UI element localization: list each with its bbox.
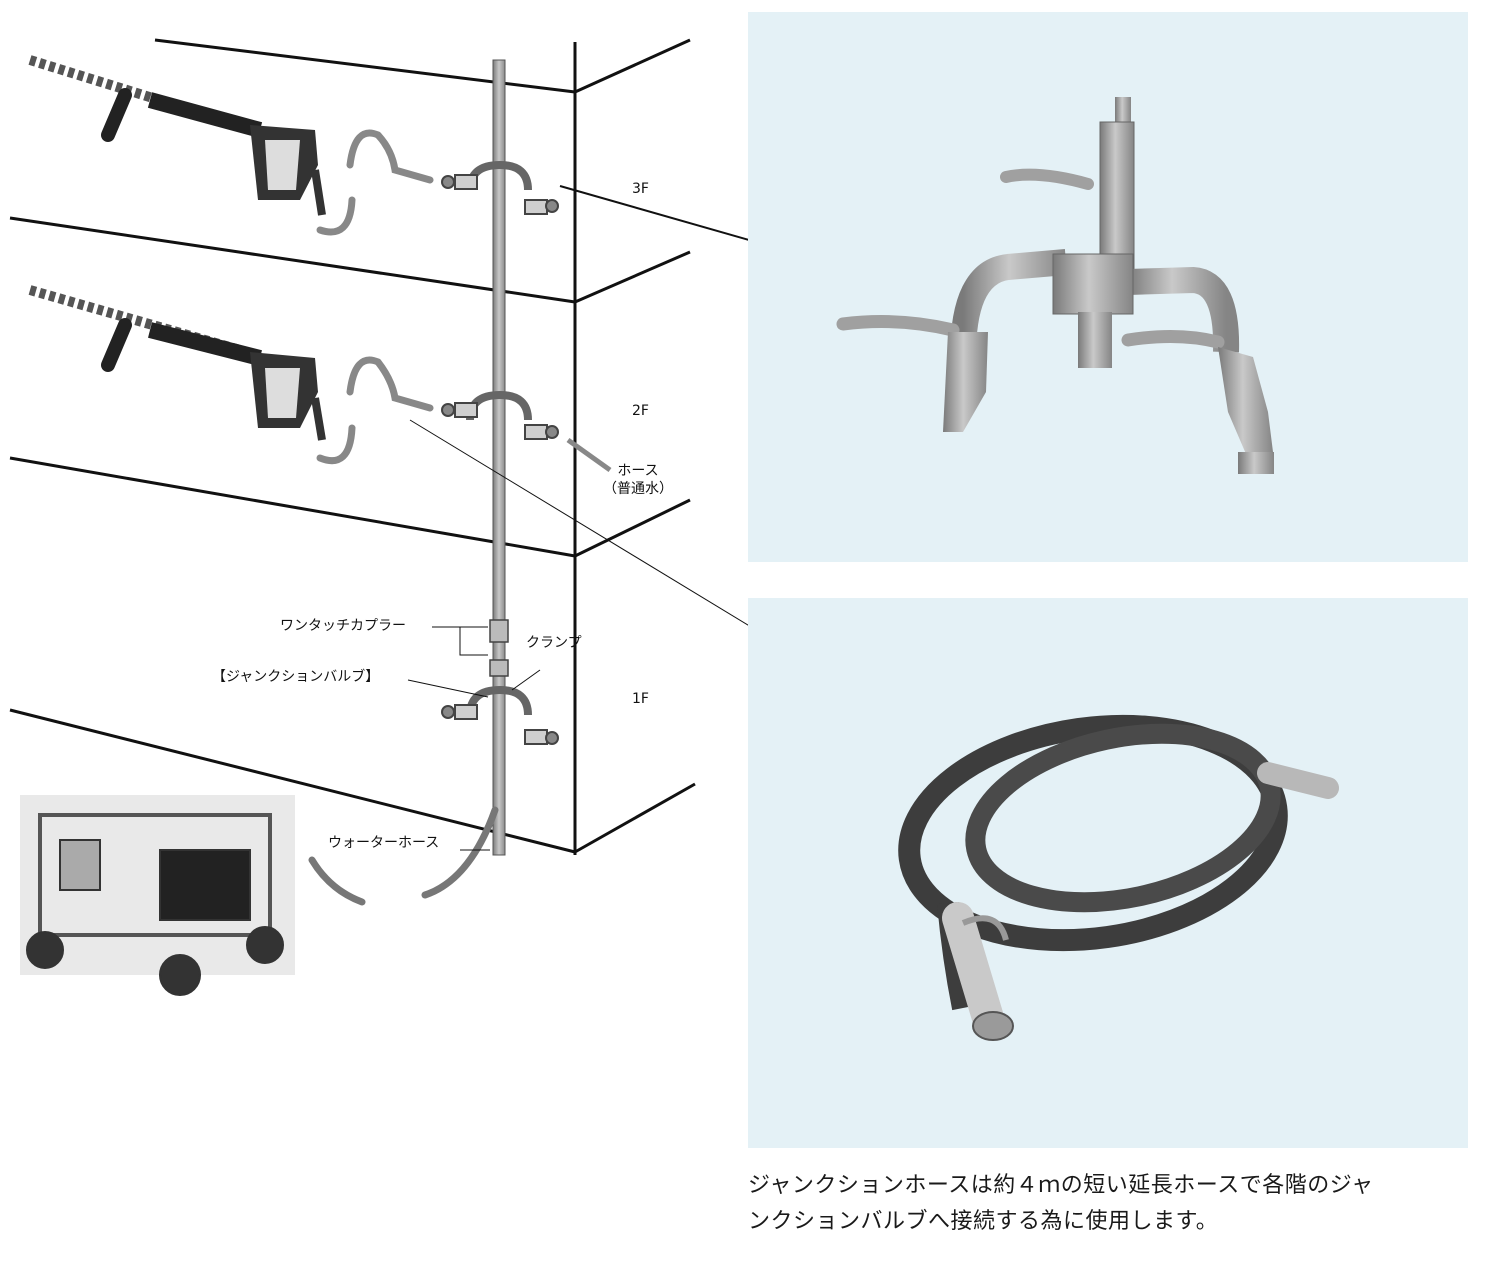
junction-valve-image [836, 97, 1274, 474]
spray-gun-3f [28, 55, 326, 216]
junction-valve-3f [441, 160, 559, 215]
junction-valve-label: 【ジャンクションバルブ】 [212, 669, 380, 685]
junction-hose-2f [316, 356, 434, 465]
hose-label-line2: （普通水） [603, 481, 673, 497]
riser-pipe [492, 59, 506, 856]
water-hose [308, 806, 499, 906]
spray-gun-2f [28, 285, 326, 441]
floor-label-1f: 1F [632, 691, 649, 707]
hose-label: ホース （普通水） [598, 462, 678, 498]
caption-line-2: ンクションバルブへ接続する為に使用します。 [748, 1209, 1219, 1234]
junction-hose-image [898, 714, 1339, 1041]
junction-valve-2f [441, 390, 559, 440]
junction-valve-1f [441, 685, 559, 745]
floor-label-2f: 2F [632, 403, 649, 419]
floor-label-3f: 3F [632, 181, 649, 197]
pressure-washer-machine [20, 795, 295, 996]
water-hose-label: ウォーターホース [328, 835, 440, 851]
one-touch-coupler-label: ワンタッチカプラー [280, 618, 406, 634]
caption-line-1: ジャンクションホースは約４ｍの短い延長ホースで各階のジャ [748, 1173, 1374, 1198]
hose-label-line1: ホース [617, 463, 659, 479]
clamp-label: クランプ [526, 635, 582, 651]
caption: ジャンクションホースは約４ｍの短い延長ホースで各階のジャ ンクションバルブへ接続… [748, 1168, 1478, 1240]
junction-hose-photo-panel [748, 598, 1468, 1148]
one-touch-coupler [489, 619, 509, 677]
building-wall [9, 38, 696, 855]
junction-valve-photo-panel [748, 12, 1468, 562]
junction-hose-3f [316, 129, 434, 236]
